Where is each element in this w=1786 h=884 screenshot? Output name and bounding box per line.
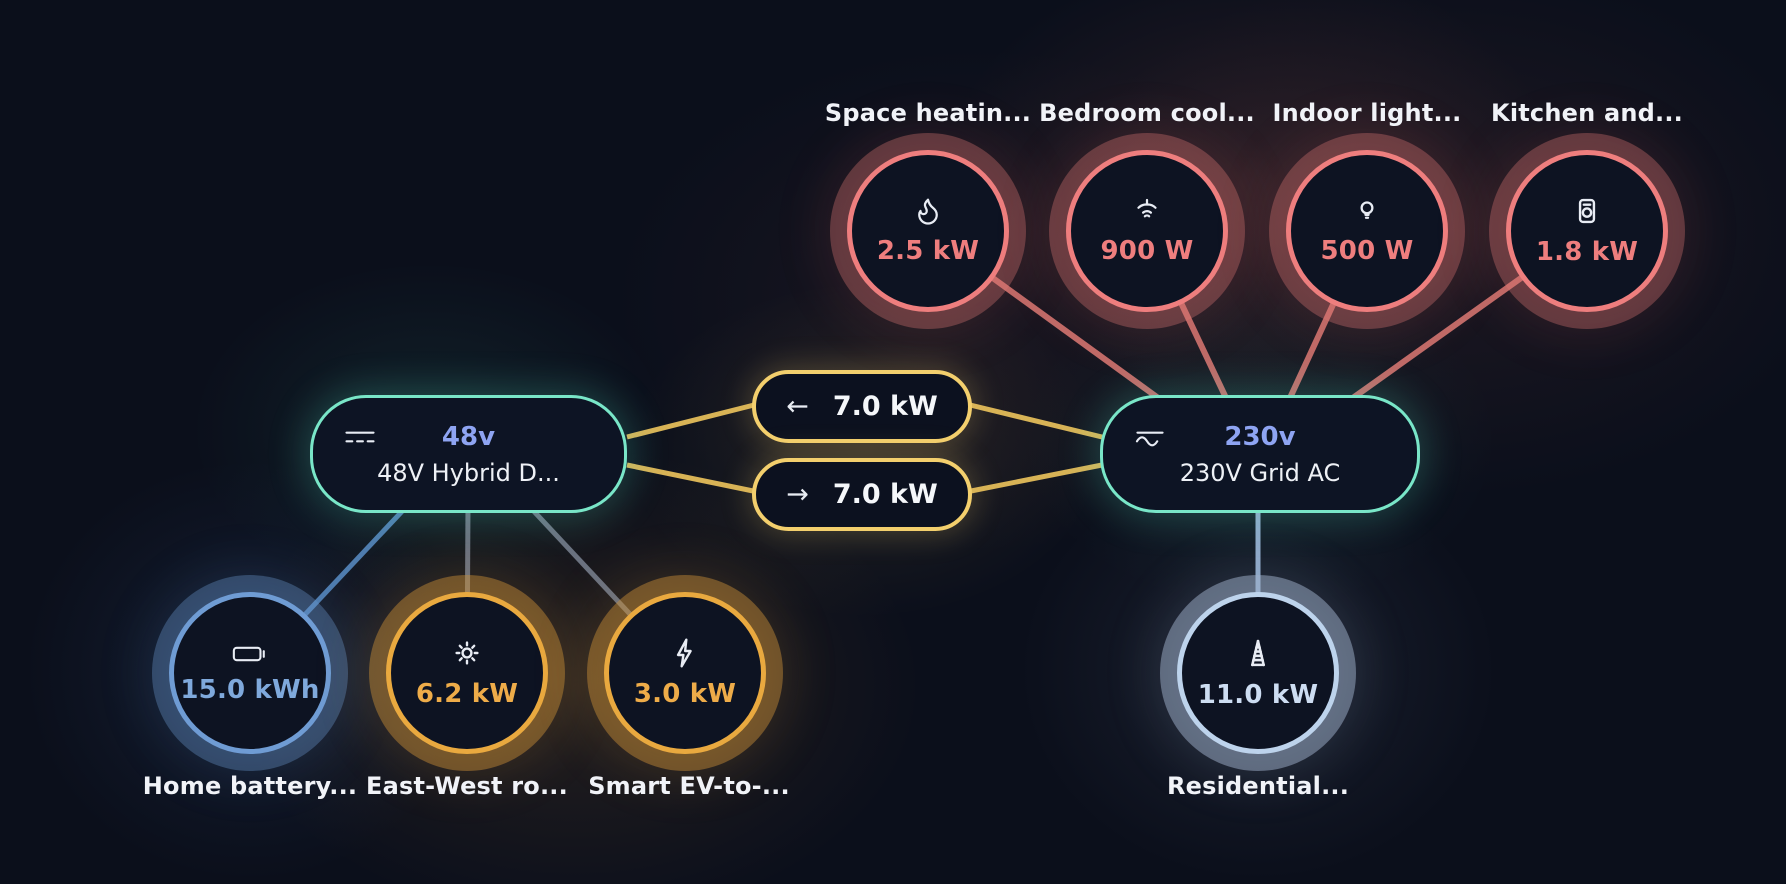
- source-value: 15.0 kWh: [180, 674, 320, 705]
- source-node-home-battery[interactable]: 15.0 kWh: [169, 592, 331, 754]
- bus-voltage: 230v: [1224, 421, 1296, 452]
- dc-current-icon: [341, 423, 379, 450]
- load-label-bedroom-cooling: Bedroom cool...: [1039, 99, 1255, 127]
- source-label-solar: East-West ro...: [366, 772, 568, 800]
- source-value: 3.0 kW: [633, 679, 737, 709]
- grid-load-node-residential[interactable]: 11.0 kW: [1177, 592, 1339, 754]
- load-node-indoor-lighting[interactable]: 500 W: [1286, 150, 1448, 312]
- appliance-icon: [1571, 195, 1603, 227]
- source-value: 6.2 kW: [415, 679, 519, 709]
- load-label-indoor-lighting: Indoor light...: [1272, 99, 1462, 127]
- load-value: 2.5 kW: [876, 236, 980, 266]
- bus-node-48v-dc[interactable]: 48v 48V Hybrid D...: [310, 395, 627, 513]
- transmission-tower-icon: [1241, 636, 1275, 670]
- load-label-kitchen: Kitchen and...: [1491, 99, 1683, 127]
- load-value: 1.8 kW: [1535, 237, 1639, 267]
- load-value: 900 W: [1100, 236, 1194, 266]
- sun-icon: [451, 637, 483, 669]
- bus-name: 230V Grid AC: [1179, 458, 1341, 487]
- arrow-left-icon: ←: [786, 391, 809, 422]
- bus-voltage: 48v: [441, 421, 496, 452]
- link-pill-export[interactable]: → 7.0 kW: [752, 458, 972, 531]
- ceiling-fan-icon: [1132, 196, 1162, 226]
- flame-icon: [913, 196, 943, 226]
- lightning-bolt-icon: [669, 637, 701, 669]
- battery-icon: [231, 642, 269, 665]
- load-node-space-heating[interactable]: 2.5 kW: [847, 150, 1009, 312]
- source-node-solar[interactable]: 6.2 kW: [386, 592, 548, 754]
- bus-name: 48V Hybrid D...: [377, 458, 560, 487]
- link-pill-import[interactable]: ← 7.0 kW: [752, 370, 972, 443]
- load-value: 500 W: [1320, 236, 1414, 266]
- arrow-right-icon: →: [786, 479, 809, 510]
- load-label-space-heating: Space heatin...: [824, 99, 1032, 127]
- load-node-kitchen[interactable]: 1.8 kW: [1506, 150, 1668, 312]
- light-bulb-icon: [1352, 196, 1382, 226]
- grid-load-label: Residential...: [1166, 772, 1350, 800]
- load-node-bedroom-cooling[interactable]: 900 W: [1066, 150, 1228, 312]
- grid-load-value: 11.0 kW: [1197, 680, 1319, 710]
- ac-current-icon: [1131, 423, 1169, 450]
- link-value: 7.0 kW: [832, 391, 938, 422]
- source-label-home-battery: Home battery...: [142, 772, 358, 800]
- link-value: 7.0 kW: [832, 479, 938, 510]
- source-label-ev: Smart EV-to-...: [588, 772, 790, 800]
- source-node-ev[interactable]: 3.0 kW: [604, 592, 766, 754]
- bus-node-230v-ac[interactable]: 230v 230V Grid AC: [1100, 395, 1420, 513]
